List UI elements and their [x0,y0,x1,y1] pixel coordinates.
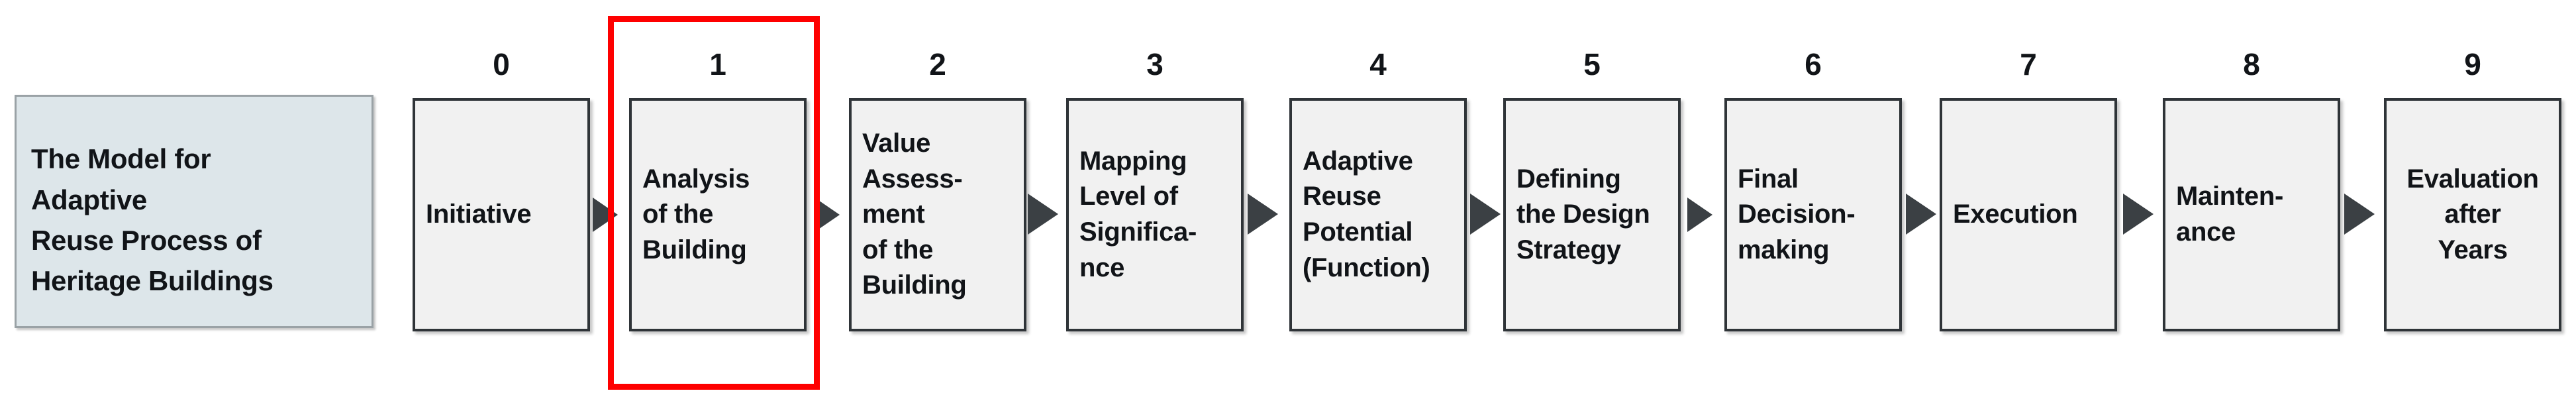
step-box-execution[interactable]: Execution [1940,98,2117,331]
arrow-icon-7-to-8 [2123,194,2154,235]
step-text-line: ance [2176,217,2236,247]
step-text-line: Building [862,270,967,300]
step-box-mapping-level-of-significance[interactable]: Mapping Level of Significa- nce [1066,98,1244,331]
step-text-line: Value [862,129,931,158]
step-text-line: Reuse [1303,182,1381,211]
step-box-label: Evaluation after Years [2387,162,2559,268]
arrow-icon-6-to-7 [1906,194,1936,235]
step-text-line: Adaptive [1303,146,1413,176]
step-text-line: of the [862,235,934,264]
step-text-line: nce [1079,253,1125,282]
step-box-final-decision-making[interactable]: Final Decision- making [1724,98,1902,331]
step-text-line: Building [642,235,747,264]
step-number-3: 3 [1146,47,1164,82]
arrow-icon-4-to-5 [1470,194,1501,235]
step-text-line: Potential [1303,217,1413,247]
step-text-line: Strategy [1516,235,1621,264]
step-box-value-assessment-of-the-building[interactable]: Value Assess- ment of the Building [849,98,1026,331]
step-text-line: Significa- [1079,217,1197,247]
step-text-line: of the [642,200,714,229]
step-text-line: Level of [1079,182,1178,211]
arrow-icon-3-to-4 [1248,194,1278,235]
arrow-icon-1-to-2 [815,198,840,232]
step-box-evaluation-after-years[interactable]: Evaluation after Years [2384,98,2561,331]
step-number-2: 2 [929,47,946,82]
step-box-label: Mainten- ance [2165,179,2338,250]
step-box-initiative[interactable]: Initiative [413,98,590,331]
step-box-label: Analysis of the Building [632,162,804,268]
step-number-1: 1 [709,47,726,82]
step-number-8: 8 [2243,47,2260,82]
arrow-icon-8-to-9 [2344,194,2375,235]
step-text-line: Years [2438,235,2508,264]
arrow-icon-0-to-1 [593,198,618,232]
step-number-4: 4 [1369,47,1387,82]
arrow-icon-5-to-6 [1687,198,1712,232]
step-text-line: Mapping [1079,146,1187,176]
step-text-line: Decision- [1738,200,1856,229]
model-title-box: The Model for Adaptive Reuse Process of … [15,95,373,328]
step-text-line: Evaluation [2406,164,2539,194]
arrow-icon-2-to-3 [1028,194,1058,235]
step-box-maintenance[interactable]: Mainten- ance [2163,98,2340,331]
step-box-label: Value Assess- ment of the Building [852,126,1024,304]
step-text-line: the Design [1516,200,1650,229]
step-text-line: ment [862,200,925,229]
model-title-line-4: Heritage Buildings [31,265,273,297]
step-box-label: Mapping Level of Significa- nce [1069,144,1241,286]
step-number-6: 6 [1805,47,1822,82]
step-text-line: Mainten- [2176,182,2284,211]
step-number-0: 0 [493,47,510,82]
step-text-line: Initiative [426,200,532,229]
step-number-7: 7 [2020,47,2037,82]
model-title-line-2: Adaptive [31,184,147,215]
step-box-label: Adaptive Reuse Potential (Function) [1292,144,1464,286]
step-text-line: (Function) [1303,253,1430,282]
step-box-label: Initiative [415,197,587,233]
step-box-analysis-of-the-building[interactable]: Analysis of the Building [629,98,807,331]
model-title-line-1: The Model for [31,143,211,175]
step-box-label: Defining the Design Strategy [1506,162,1678,268]
step-number-9: 9 [2464,47,2481,82]
step-text-line: Defining [1516,164,1621,194]
step-text-line: making [1738,235,1830,264]
step-text-line: Execution [1953,200,2078,229]
step-text-line: Final [1738,164,1799,194]
step-text-line: Analysis [642,164,750,194]
step-number-5: 5 [1583,47,1601,82]
step-box-label: Execution [1942,197,2114,233]
step-box-defining-the-design-strategy[interactable]: Defining the Design Strategy [1503,98,1681,331]
step-box-adaptive-reuse-potential[interactable]: Adaptive Reuse Potential (Function) [1289,98,1467,331]
step-text-line: Assess- [862,164,963,194]
model-title-line-3: Reuse Process of [31,225,262,256]
step-box-label: Final Decision- making [1727,162,1899,268]
step-text-line: after [2444,200,2501,229]
